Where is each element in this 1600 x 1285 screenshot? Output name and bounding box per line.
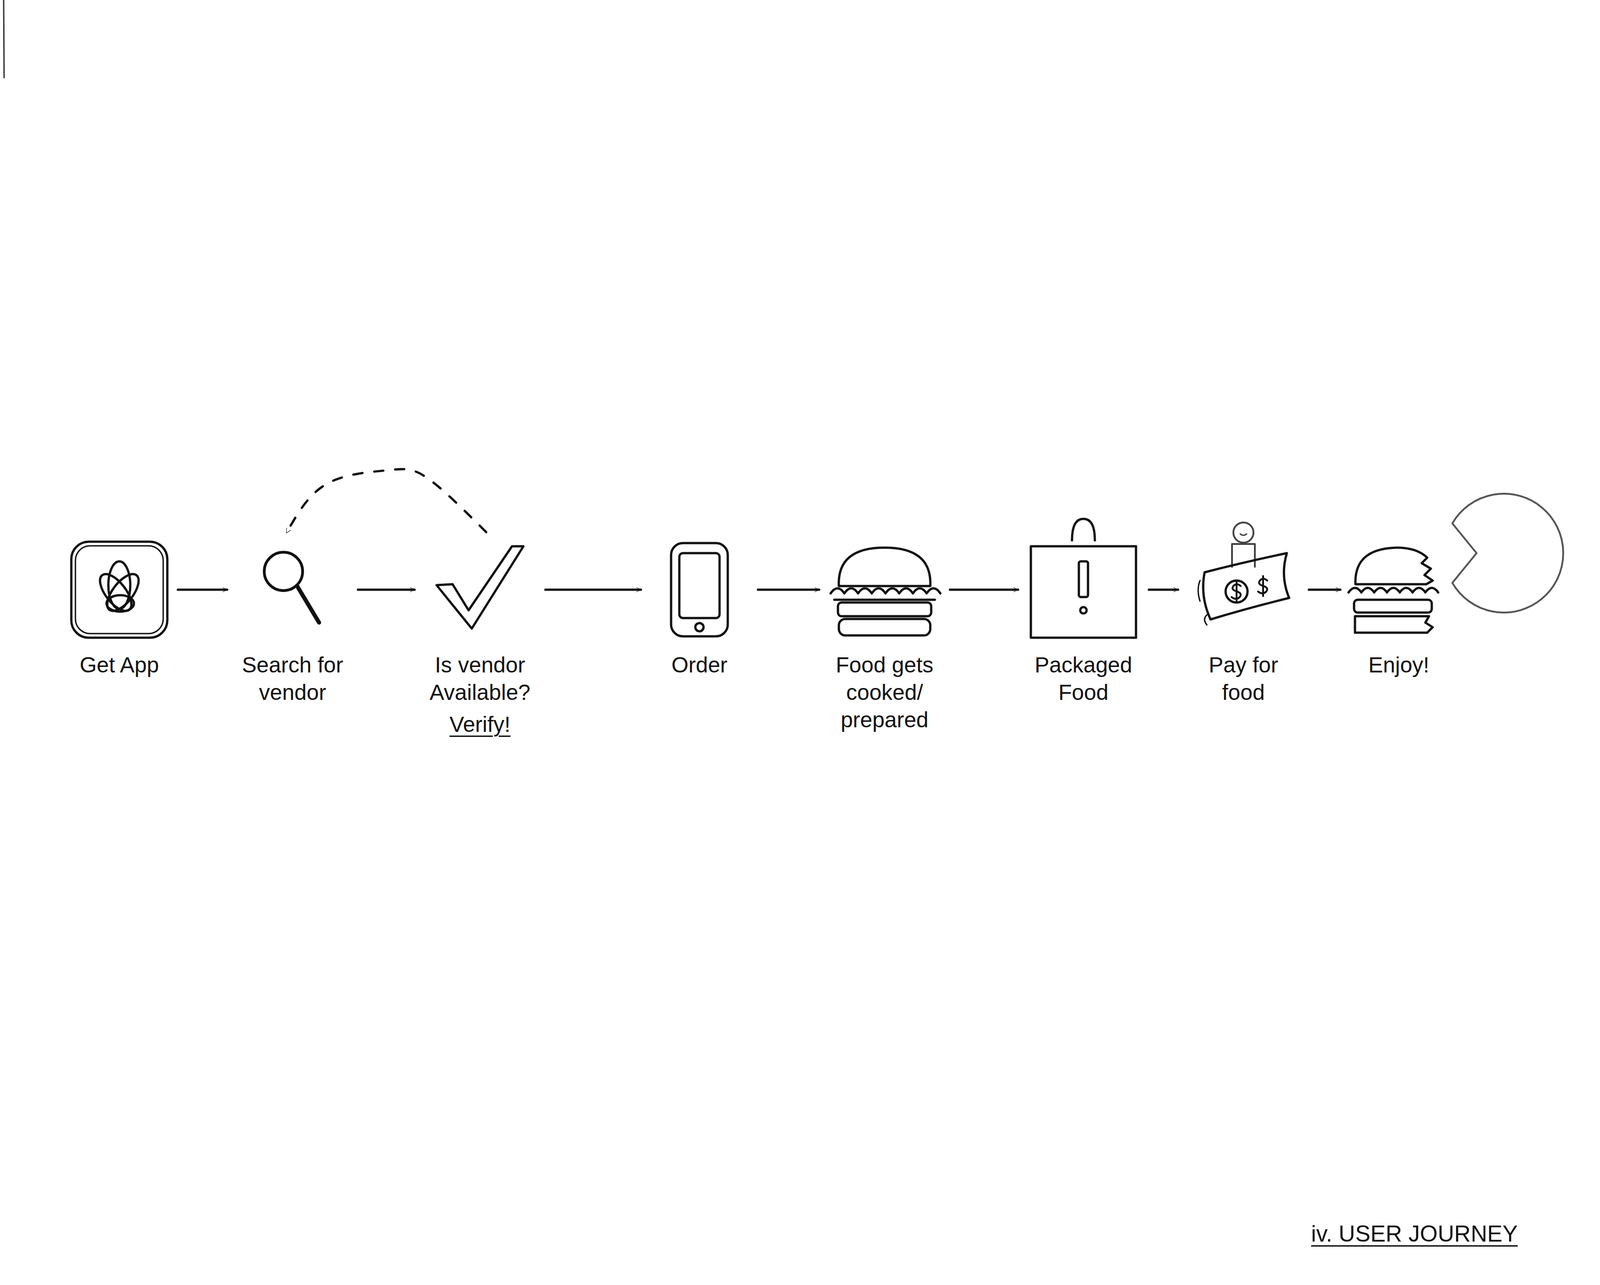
journey-step: Enjoy! [1344,534,1454,679]
step-label: Search for vendor [237,651,348,707]
app-icon [71,541,168,638]
flow-arrow [1148,588,1179,592]
page-caption: iv. USER JOURNEY [1311,1220,1518,1248]
flow-arrow [757,588,820,592]
journey-step: Pay for food [1181,534,1306,707]
package-icon [1030,518,1136,638]
payment-icon [1198,522,1290,625]
step-label: Order [671,651,728,679]
step-label: Enjoy! [1368,651,1430,679]
journey-step: Packaged Food [1021,534,1146,707]
magnifier-icon [264,552,320,623]
step-label: Packaged Food [1028,651,1139,707]
check-icon [436,546,524,629]
step-label: Pay for food [1188,651,1299,707]
step-note: Verify! [449,710,511,739]
scan-edge-line [3,0,5,78]
step-label: Food gets cooked/ prepared [829,651,940,734]
flow-arrow [1308,588,1341,592]
flow-arrow [177,588,228,592]
step-label: Get App [79,651,159,679]
burger-icon [830,547,941,636]
flow-arrow [949,588,1019,592]
phone-icon [671,543,728,637]
eating-icon [1348,493,1564,633]
journey-step: Search for vendor [230,534,355,707]
journey-step: Get App [64,534,175,679]
flow-arrow [545,588,641,592]
loop-back-arrow [286,469,487,534]
journey-step: Is vendor Available? Verify! [418,534,542,739]
journey-step: Order [644,534,755,679]
step-label: Is vendor Available? [425,651,535,707]
flow-arrow [357,588,415,592]
journey-step: Food gets cooked/ prepared [822,534,947,734]
